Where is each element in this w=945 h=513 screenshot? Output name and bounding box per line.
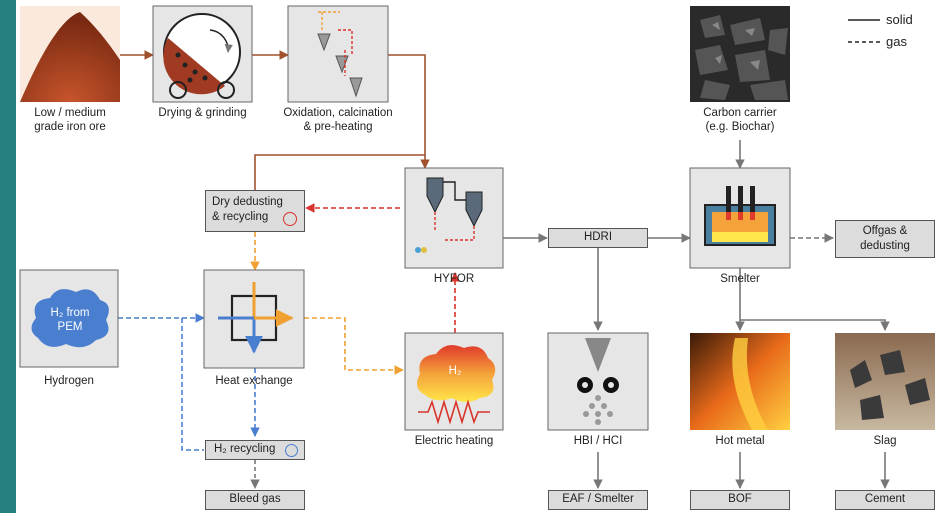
h2-cloud-label: H₂ [448,365,462,377]
hot-metal-image [690,333,790,430]
recycle-icon [283,212,297,226]
gas-pem-to-recycling [181,318,204,451]
ore-label: Low / medium grade iron ore [34,107,106,133]
slag-label: Slag [873,435,897,447]
electric-heating-label: Electric heating [414,435,494,447]
dry-dedusting-box[interactable]: Dry dedusting & recycling [205,190,305,232]
pem-cloud-shape [19,269,119,368]
iron-ore-image [20,6,120,102]
slag-image [835,333,935,430]
h2-recycling-box[interactable]: H₂ recycling [205,440,305,460]
biochar-image [690,6,790,102]
electric-heater-image [404,332,504,431]
heat-exchanger-image [203,269,305,369]
pem-cloud-label: H₂ from PEM [50,307,90,333]
smelter-label: Smelter [720,273,760,285]
flow-smelter-to-slag [740,319,890,331]
left-accent-bar [0,0,16,513]
eaf-smelter-box[interactable]: EAF / Smelter [548,490,648,510]
offgas-box[interactable]: Offgas & dedusting [835,220,935,258]
cement-box[interactable]: Cement [835,490,935,510]
hot-metal-label: Hot metal [715,435,765,447]
drying-label: Drying & grinding [158,107,247,119]
hdri-box[interactable]: HDRI [548,228,648,248]
drying-drum-image [152,5,253,103]
legend-solid-label: solid [886,12,913,27]
hbi-image [547,332,649,431]
hbi-label: HBI / HCI [573,435,623,447]
oxidation-label: Oxidation, calcination & pre-heating [283,107,393,133]
gas-exchange-to-heating [304,317,404,375]
h2-recycle-icon [285,444,298,457]
flow-oxidation-to-hyfor [388,54,430,169]
hydrogen-label: Hydrogen [44,375,94,387]
heat-exchange-label: Heat exchange [215,375,293,387]
smelter-image [689,167,791,269]
carbon-carrier-label: Carbon carrier (e.g. Biochar) [703,107,777,133]
hyfor-reactor-image [404,167,504,269]
flow-recycle-to-dedusting [254,154,425,190]
oxidation-cyclone-image [287,5,389,103]
legend-gas-label: gas [886,34,907,49]
bleed-gas-box[interactable]: Bleed gas [205,490,305,510]
hyfor-label: HYFOR [433,273,475,285]
bof-box[interactable]: BOF [690,490,790,510]
